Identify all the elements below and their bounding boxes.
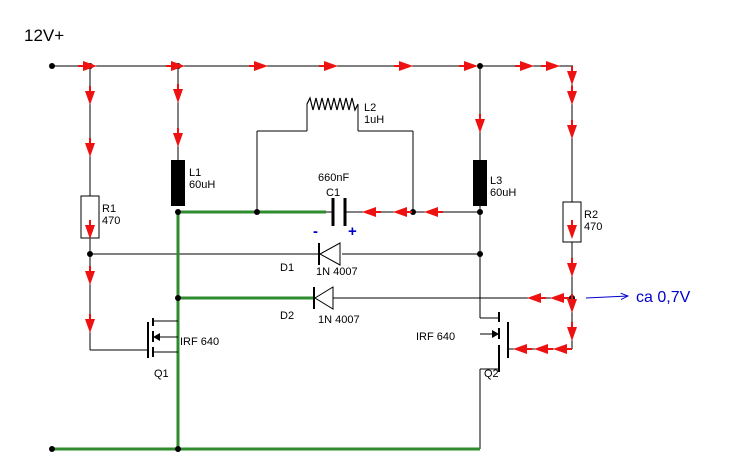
inductor-l1 [171, 160, 185, 206]
current-arrow-icon [173, 133, 183, 147]
r1-value: 470 [102, 215, 120, 227]
current-arrow-icon [424, 207, 438, 217]
current-arrow-icon [520, 61, 534, 71]
current-arrow-icon [553, 344, 567, 354]
current-arrow-icon [567, 327, 577, 341]
current-arrow-icon [567, 91, 577, 105]
l1-value: 60uH [189, 179, 215, 191]
inductor-l3 [473, 160, 487, 206]
annotation-pointer-icon [585, 296, 628, 298]
l2-ref: L2 [364, 102, 376, 114]
current-arrow-icon [567, 71, 577, 85]
current-arrow-icon [85, 91, 95, 105]
inductor-l2 [306, 96, 359, 112]
current-arrow-icon [550, 293, 564, 303]
current-arrow-icon [362, 207, 376, 217]
l3-ref: L3 [490, 175, 502, 187]
current-arrow-icon [85, 319, 95, 333]
current-arrow-icon [171, 61, 185, 71]
current-arrow-icon [399, 61, 413, 71]
mosfet-q1 [147, 318, 178, 358]
current-arrow-icon [324, 61, 338, 71]
annotation-text: ca 0,7V [636, 289, 691, 306]
current-flow-arrows [78, 61, 577, 354]
d1-value: 1N 4007 [316, 266, 358, 278]
l2-value: 1uH [364, 114, 384, 126]
ground-path [52, 210, 480, 451]
capacitor-c1 [326, 198, 355, 226]
current-arrow-icon [513, 344, 527, 354]
q1-ref: Q1 [154, 368, 169, 380]
q2-value: IRF 640 [416, 331, 455, 343]
current-arrow-icon [85, 271, 95, 285]
current-arrow-icon [173, 89, 183, 103]
diode-d2 [313, 286, 334, 310]
current-arrow-icon [567, 225, 577, 239]
current-arrow-icon [85, 143, 95, 157]
c1-value: 660nF [318, 172, 349, 184]
current-arrow-icon [534, 344, 548, 354]
current-arrow-icon [393, 207, 407, 217]
current-arrow-icon [85, 225, 95, 239]
diode-d1 [318, 242, 341, 266]
mosfet-q2 [480, 312, 509, 372]
wiring [52, 65, 573, 449]
current-arrow-icon [464, 61, 478, 71]
c1-plus-sign: + [348, 223, 357, 240]
d2-value: 1N 4007 [318, 314, 360, 326]
current-arrow-icon [546, 61, 560, 71]
current-arrow-icon [567, 263, 577, 277]
current-arrow-icon [83, 61, 97, 71]
current-arrow-icon [254, 61, 268, 71]
current-arrow-icon [475, 119, 485, 133]
q2-ref: Q2 [484, 368, 499, 380]
r2-ref: R2 [584, 209, 598, 221]
d2-ref: D2 [280, 310, 294, 322]
q1-value: IRF 640 [180, 336, 219, 348]
l1-ref: L1 [189, 167, 201, 179]
junction-dots [49, 63, 575, 452]
current-arrow-icon [567, 125, 577, 139]
l3-value: 60uH [490, 187, 516, 199]
c1-minus-sign: - [313, 223, 318, 240]
r2-value: 470 [584, 221, 602, 233]
d1-ref: D1 [280, 262, 294, 274]
current-arrow-icon [527, 293, 541, 303]
supply-label: 12V+ [24, 26, 64, 45]
c1-ref: C1 [326, 187, 340, 199]
r1-ref: R1 [102, 203, 116, 215]
current-arrow-icon [567, 299, 577, 313]
